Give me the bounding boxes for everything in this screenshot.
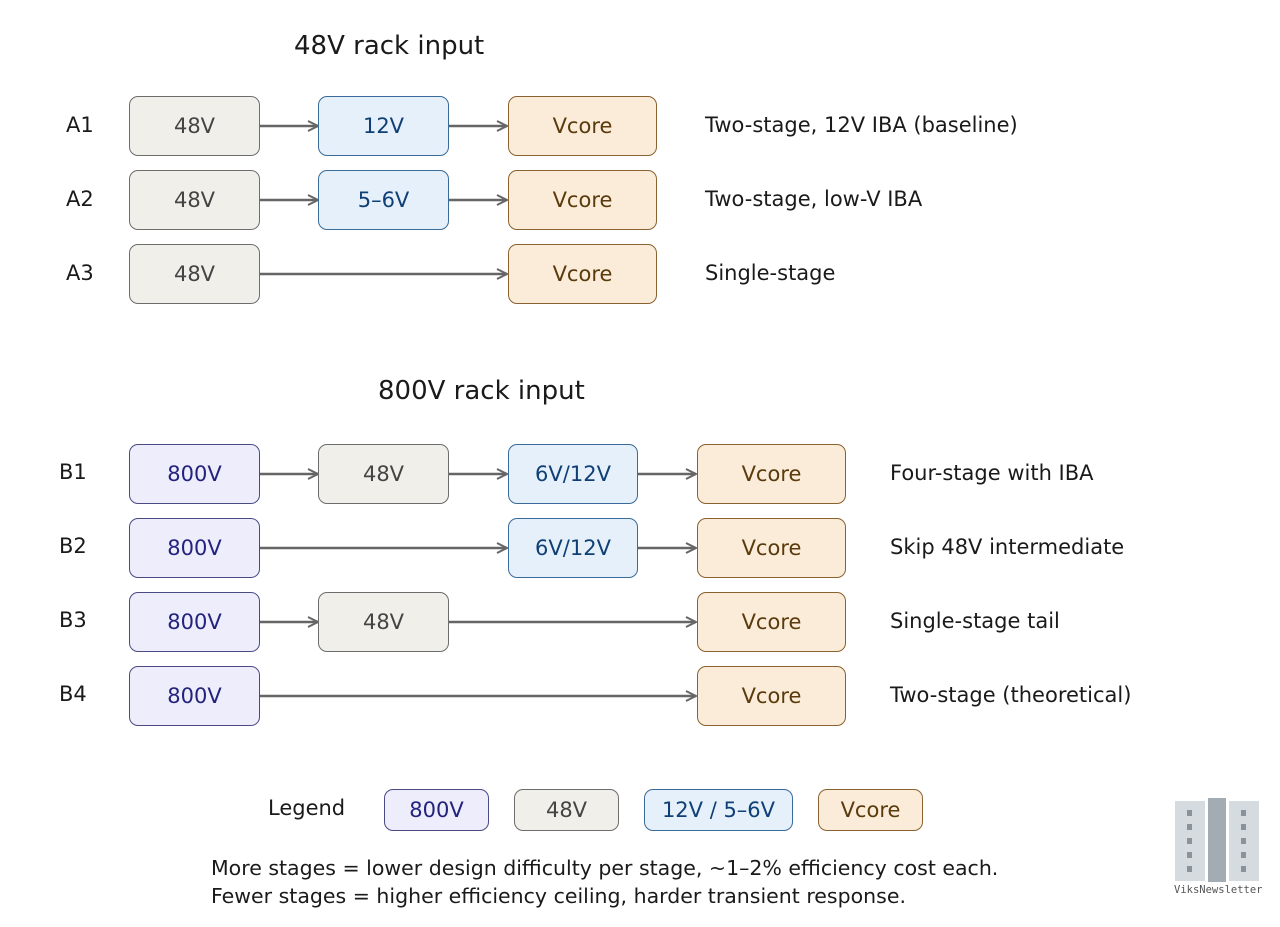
row-id-a3: A3 — [66, 261, 94, 285]
stage-box-a1-3: Vcore — [508, 96, 657, 156]
row-desc-b1: Four-stage with IBA — [890, 461, 1094, 485]
section-title-48v: 48V rack input — [294, 31, 485, 61]
stage-box-a1-2: 12V — [318, 96, 449, 156]
row-desc-a2: Two-stage, low-V IBA — [705, 187, 923, 211]
stage-box-b2-1: 800V — [129, 518, 260, 578]
stage-box-a2-3: Vcore — [508, 170, 657, 230]
legend-swatch-48v: 48V — [514, 789, 619, 831]
legend-swatch-12v: 12V / 5–6V — [644, 789, 793, 831]
row-desc-a3: Single-stage — [705, 261, 836, 285]
row-desc-b3: Single-stage tail — [890, 609, 1060, 633]
stage-box-b1-3: 6V/12V — [508, 444, 638, 504]
stage-box-b3-2: 48V — [318, 592, 449, 652]
stage-box-b4-2: Vcore — [697, 666, 846, 726]
stage-box-a3-1: 48V — [129, 244, 260, 304]
row-id-b1: B1 — [59, 460, 87, 484]
row-id-b2: B2 — [59, 534, 87, 558]
row-desc-b4: Two-stage (theoretical) — [890, 683, 1132, 707]
row-id-b3: B3 — [59, 608, 87, 632]
legend-swatch-vcore: Vcore — [818, 789, 923, 831]
stage-box-b3-3: Vcore — [697, 592, 846, 652]
stage-box-b1-4: Vcore — [697, 444, 846, 504]
row-id-a2: A2 — [66, 187, 94, 211]
footnote-line-2: Fewer stages = higher efficiency ceiling… — [211, 884, 906, 908]
stage-box-b4-1: 800V — [129, 666, 260, 726]
stage-box-b2-3: Vcore — [697, 518, 846, 578]
stage-box-b2-2: 6V/12V — [508, 518, 638, 578]
row-desc-a1: Two-stage, 12V IBA (baseline) — [705, 113, 1018, 137]
stage-box-a3-2: Vcore — [508, 244, 657, 304]
stage-box-a1-1: 48V — [129, 96, 260, 156]
stage-box-b1-2: 48V — [318, 444, 449, 504]
stage-box-b1-1: 800V — [129, 444, 260, 504]
stage-box-a2-1: 48V — [129, 170, 260, 230]
row-id-b4: B4 — [59, 682, 87, 706]
section-title-800v: 800V rack input — [378, 376, 585, 406]
stage-box-a2-2: 5–6V — [318, 170, 449, 230]
newsletter-logo: ViksNewsletter — [1172, 798, 1264, 902]
stage-box-b3-1: 800V — [129, 592, 260, 652]
legend-swatch-800v: 800V — [384, 789, 489, 831]
logo-text: ViksNewsletter — [1174, 884, 1263, 896]
legend-label: Legend — [268, 796, 346, 820]
row-id-a1: A1 — [66, 113, 94, 137]
building-icon — [1175, 798, 1259, 882]
footnote-line-1: More stages = lower design difficulty pe… — [211, 856, 999, 880]
row-desc-b2: Skip 48V intermediate — [890, 535, 1125, 559]
